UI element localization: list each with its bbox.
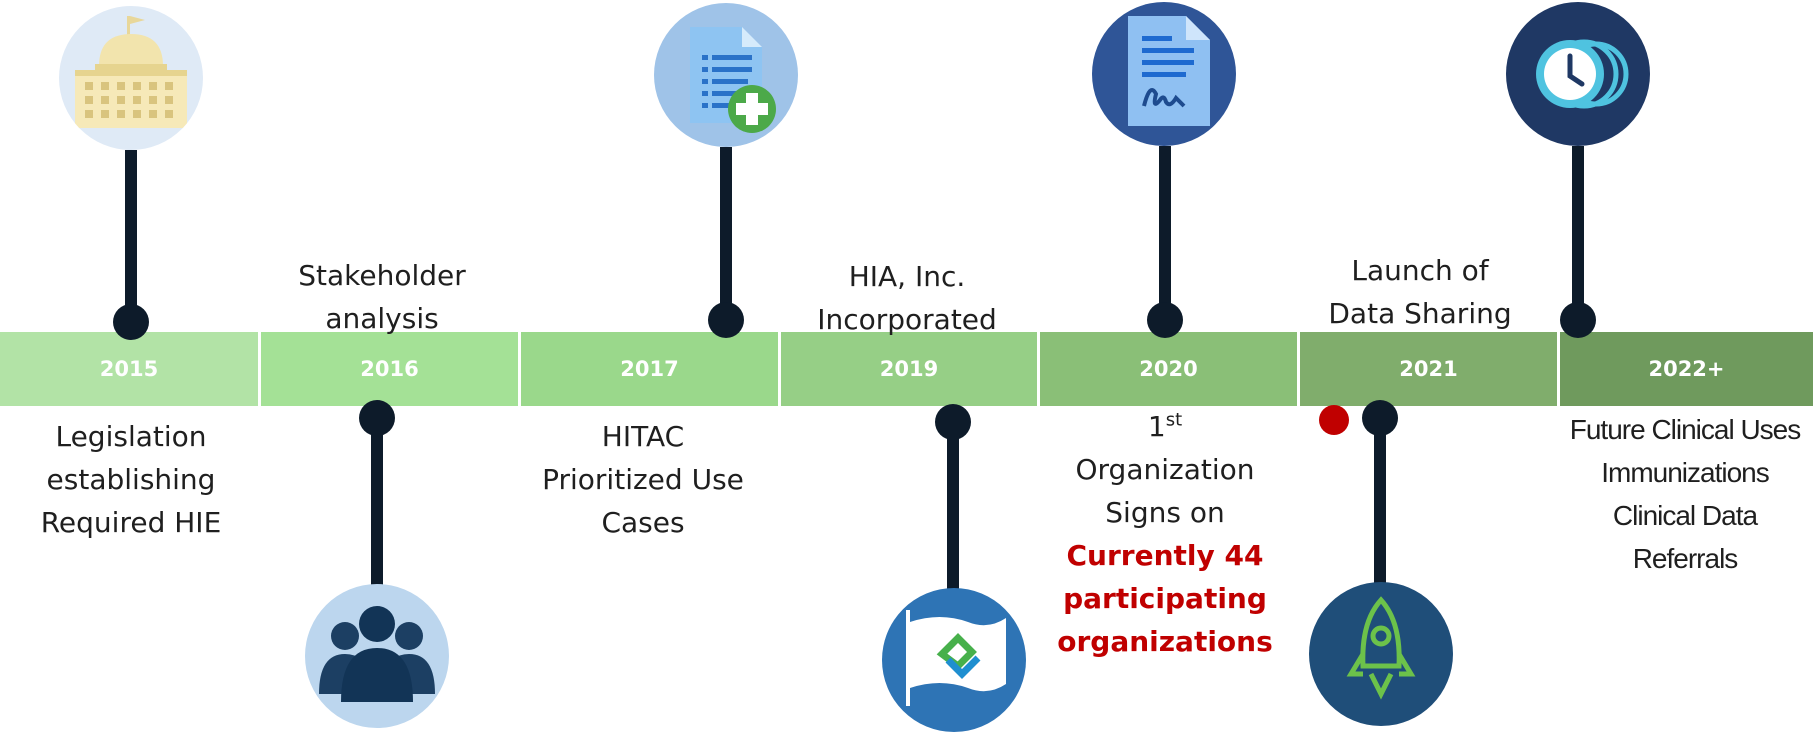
document-add-icon [654,3,798,147]
milestone-2022-label: Future Clinical Uses Immunizations Clini… [1557,408,1813,580]
year-label: 2021 [1399,357,1458,381]
label-line: analysis [325,302,439,335]
connector-stem [1159,146,1171,318]
connector-dot [113,304,149,340]
connector-stem [1374,420,1386,588]
label-line: Referrals [1632,543,1739,574]
signed-document-icon [1092,2,1236,146]
label-line: Immunizations [1601,457,1770,488]
rocket-icon [1309,582,1453,726]
connector-stem [371,420,383,588]
label-line: Launch of [1351,254,1489,287]
label-line: Legislation [55,420,207,453]
label-line: Cases [601,506,685,539]
year-label: 2022+ [1648,357,1725,381]
label-line: HITAC [601,420,685,453]
highlight-line: participating [1063,582,1267,615]
label-line: Stakeholder [298,259,466,292]
connector-dot [708,302,744,338]
capitol-building-icon [59,6,203,150]
year-label: 2020 [1139,357,1198,381]
label-line: Signs on [1105,496,1225,529]
label-line: Organization [1075,453,1255,486]
label-line: Data Sharing [1328,297,1512,330]
connector-stem [1572,146,1584,318]
clock-icon [1506,2,1650,146]
year-band-2019: 2019 [778,332,1037,406]
milestone-2017-label: HITAC Prioritized Use Cases [518,415,768,544]
label-line: Incorporated [817,303,997,336]
label-line: Required HIE [40,506,222,539]
year-label: 2015 [99,357,159,381]
highlight-line: Currently 44 [1066,539,1264,572]
label-line: Clinical Data [1612,500,1758,531]
year-band-2020: 2020 [1037,332,1297,406]
label-line: Future Clinical Uses [1569,414,1802,445]
ordinal-suffix: st [1165,409,1183,431]
people-group-icon [305,584,449,728]
milestone-2015-label: Legislation establishing Required HIE [20,415,242,544]
highlight-line: organizations [1057,625,1273,658]
year-label: 2017 [620,357,679,381]
flag-logo-icon [882,588,1026,732]
label-line: establishing [46,463,216,496]
connector-stem [125,150,137,318]
year-label: 2016 [360,357,419,381]
connector-stem [947,424,959,592]
label-line: Prioritized Use [542,463,744,496]
connector-dot [1560,302,1596,338]
label-line: HIA, Inc. [848,260,966,293]
milestone-2019-label: HIA, Inc. Incorporated [792,255,1022,341]
status-marker [1319,405,1349,435]
milestone-2021-label: Launch of Data Sharing [1305,249,1535,335]
milestone-2016-label: Stakeholder analysis [262,254,502,340]
year-band-2016: 2016 [258,332,518,406]
year-label: 2019 [879,357,939,381]
ordinal-number: 1 [1147,410,1166,443]
year-band-2015: 2015 [0,332,258,406]
connector-stem [720,147,732,317]
year-band-2022: 2022+ [1557,332,1813,406]
milestone-2020-label: 1st Organization Signs on Currently 44 p… [1040,405,1290,663]
connector-dot [1147,302,1183,338]
year-band-2021: 2021 [1297,332,1557,406]
year-band-2017: 2017 [518,332,778,406]
